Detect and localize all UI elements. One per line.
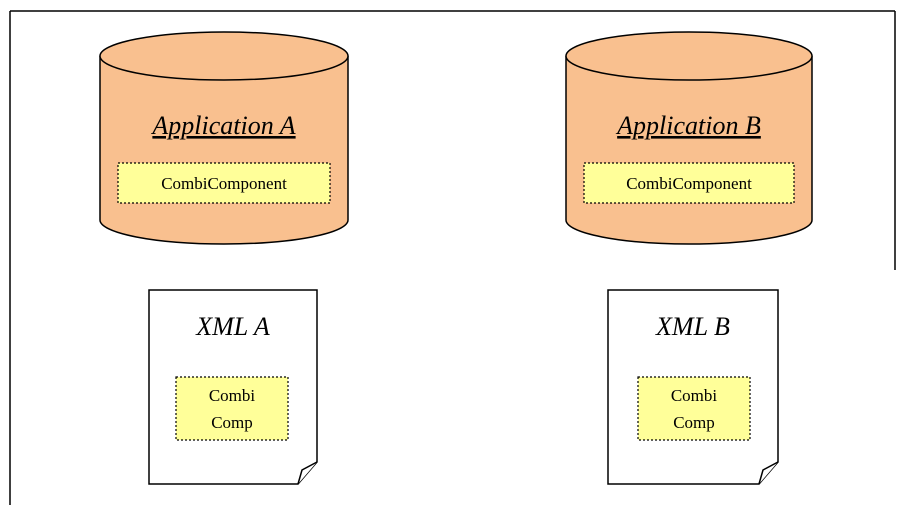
application-b-component-label: CombiComponent bbox=[626, 174, 752, 193]
xml-b-component-box bbox=[637, 376, 751, 441]
cylinder-body bbox=[99, 56, 349, 245]
xml-a-component-line1: Combi bbox=[209, 386, 256, 405]
xml-a-title: XML A bbox=[195, 312, 270, 341]
xml-b-component-line2: Comp bbox=[673, 413, 715, 432]
application-b-component-box bbox=[583, 162, 795, 204]
cylinder-top bbox=[565, 31, 813, 81]
application-b-title: Application B bbox=[615, 111, 761, 140]
cylinder-body bbox=[565, 56, 813, 245]
application-a-component-label: CombiComponent bbox=[161, 174, 287, 193]
cylinder-top bbox=[99, 31, 349, 81]
xml-b-component-line1: Combi bbox=[671, 386, 718, 405]
application-a-title: Application A bbox=[150, 111, 295, 140]
application-b-cylinder: Application B CombiComponent bbox=[565, 31, 813, 245]
document-folded-corner bbox=[297, 461, 318, 485]
xml-b-title: XML B bbox=[655, 312, 730, 341]
xml-a-document: XML A Combi Comp bbox=[148, 289, 318, 485]
xml-b-document: XML B Combi Comp bbox=[607, 289, 779, 485]
application-a-component-box bbox=[117, 162, 331, 204]
xml-a-component-box bbox=[175, 376, 289, 441]
xml-a-component-line2: Comp bbox=[211, 413, 253, 432]
application-a-cylinder: Application A CombiComponent bbox=[99, 31, 349, 245]
document-folded-corner bbox=[758, 461, 779, 485]
frame bbox=[9, 10, 896, 505]
